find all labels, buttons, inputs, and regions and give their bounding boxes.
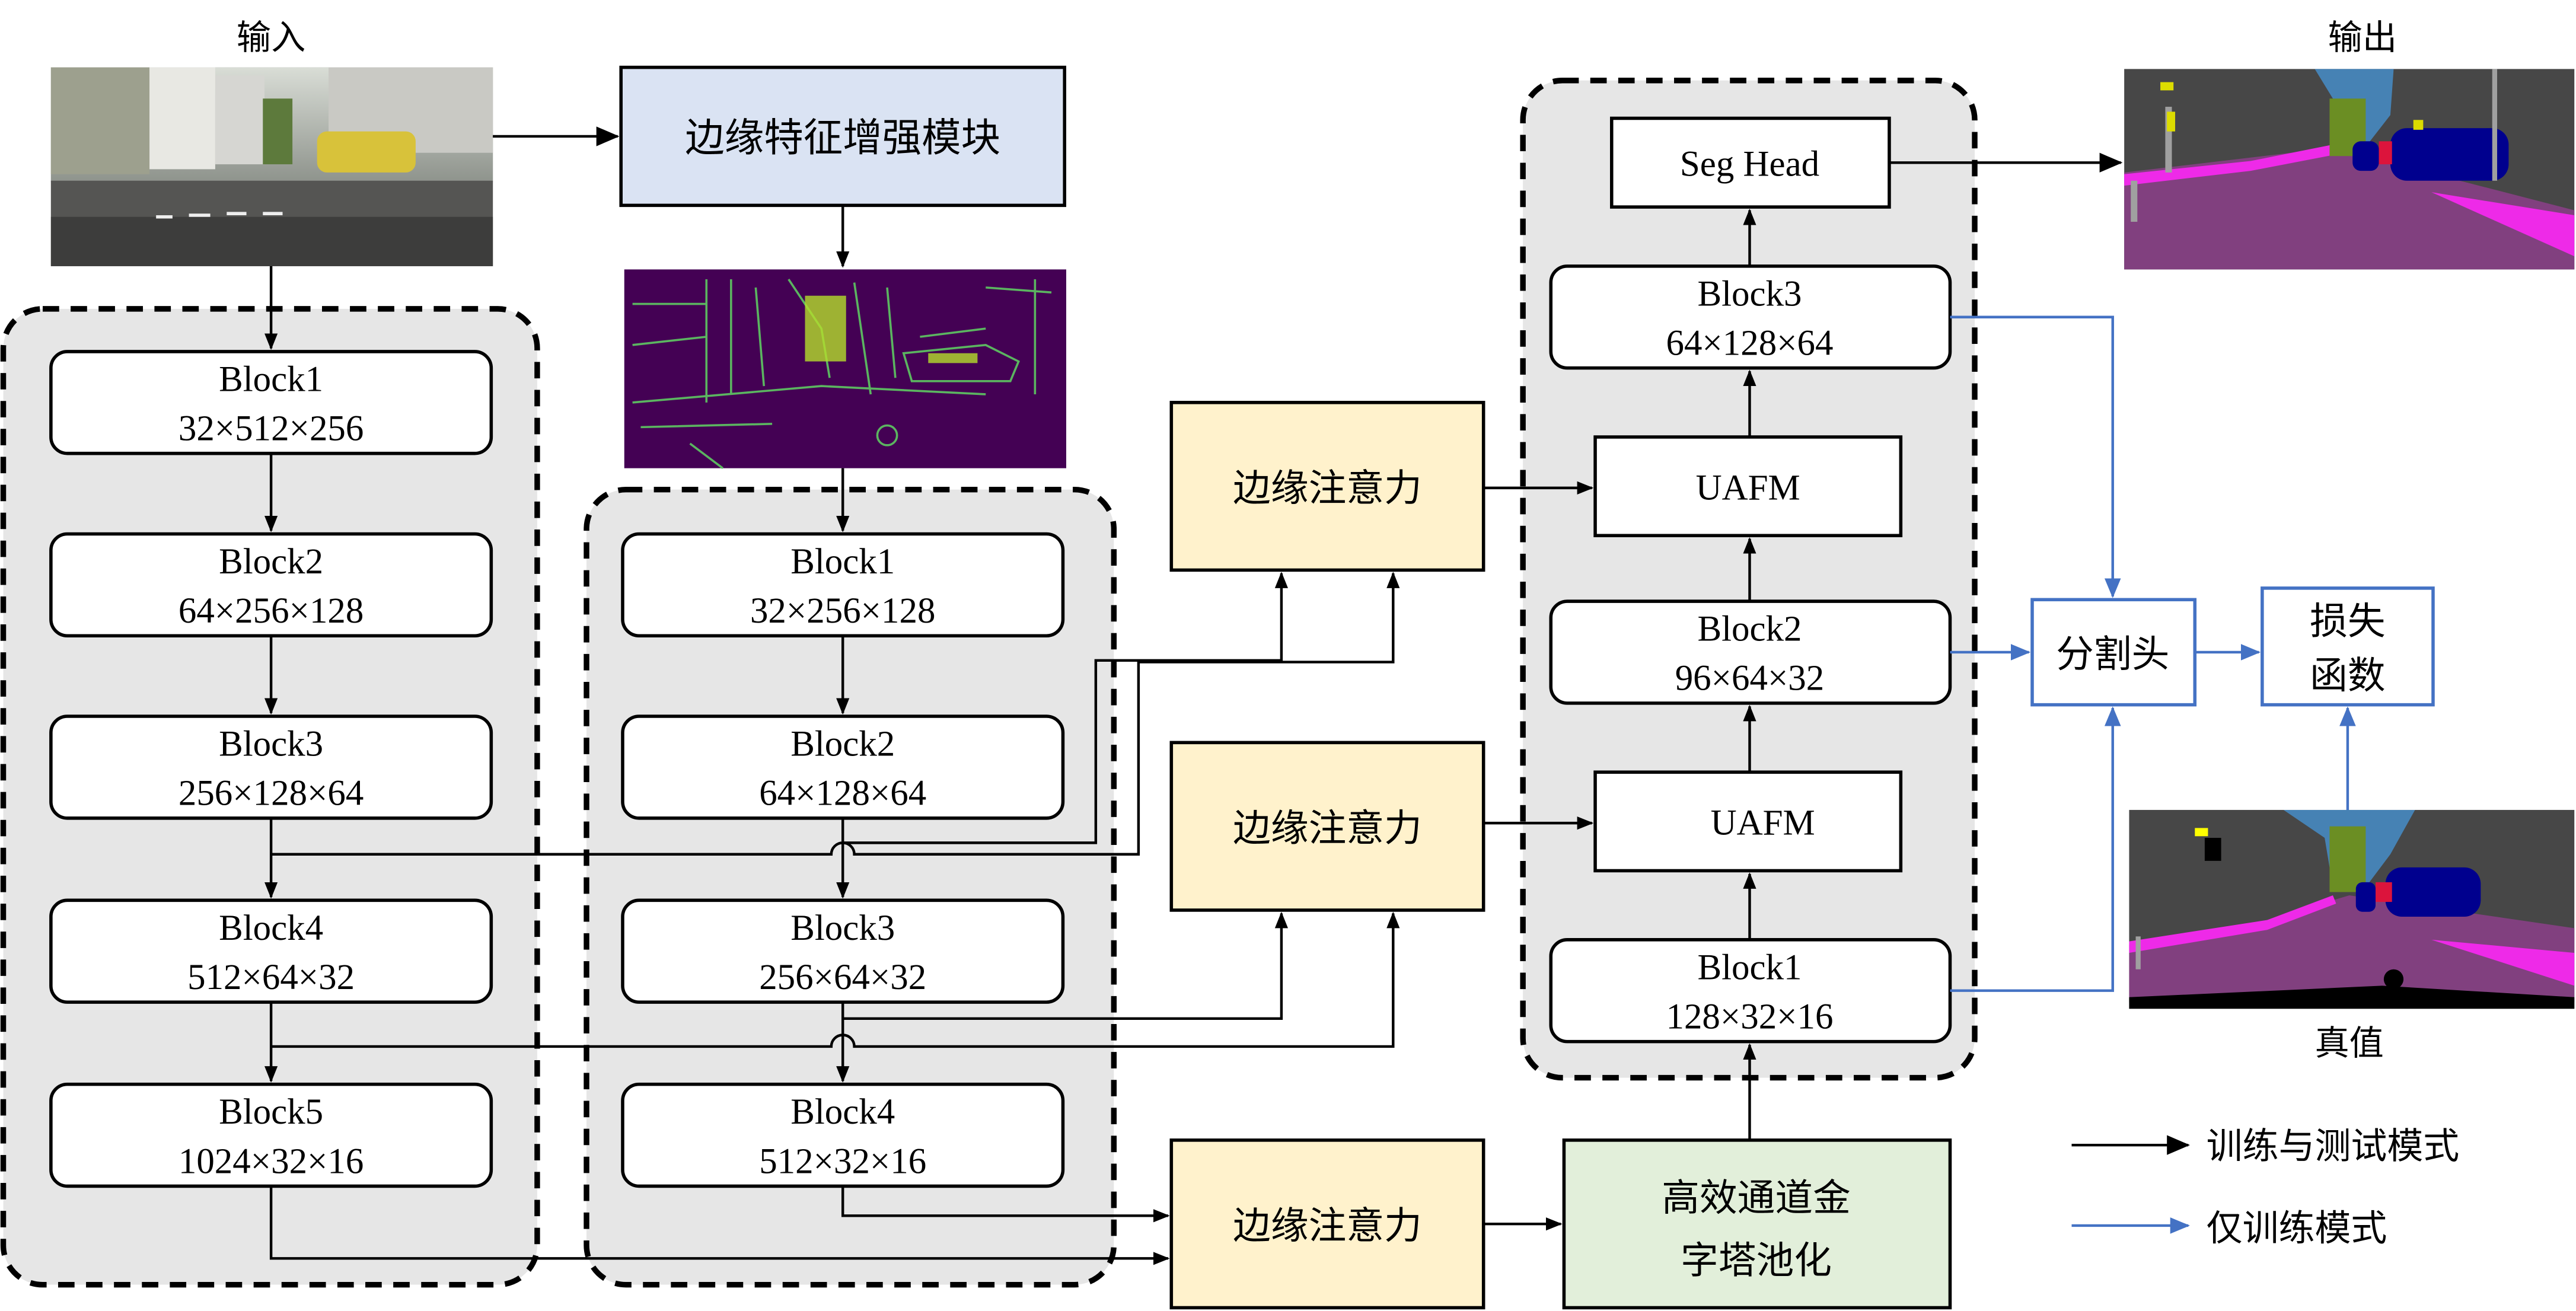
edge-enhance-label: 边缘特征增强模块 [685,114,1000,161]
edge-attention-label: 边缘注意力 [1233,807,1422,851]
loss-label-line1: 损失 [2310,599,2385,643]
block-name: Block2 [1697,610,1802,649]
seg-head-aux[interactable]: 分割头 [2030,598,2197,707]
ground-truth-image [2129,809,2575,1009]
block-shape: 64×256×128 [178,591,364,631]
block-shape: 256×64×32 [759,958,926,997]
input-image [50,67,493,266]
edge-branch-block-2[interactable]: Block2 64×128×64 [621,714,1065,820]
edge-branch-block-3[interactable]: Block3 256×64×32 [621,898,1065,1004]
seg-head-label: Seg Head [1680,144,1819,184]
decoder-block-1[interactable]: Block1 128×32×16 [1549,938,1952,1044]
uafm-block-1[interactable]: UAFM [1593,435,1903,538]
edge-enhance-module[interactable]: 边缘特征增强模块 [619,65,1066,208]
block-shape: 32×512×256 [178,409,364,449]
block-name: Block3 [219,725,323,764]
backbone-block-5[interactable]: Block5 1024×32×16 [49,1082,493,1188]
block-name: Block5 [219,1092,323,1132]
block-shape: 96×64×32 [1675,659,1825,698]
block-name: Block2 [790,725,895,764]
legend: 训练与测试模式 仅训练模式 [2071,1125,2459,1249]
edge-attention-module-2[interactable]: 边缘注意力 [1169,741,1485,912]
edge-attention-module-1[interactable]: 边缘注意力 [1169,401,1485,572]
backbone-block-1[interactable]: Block1 32×512×256 [49,350,493,455]
loss-label-line2: 函数 [2310,654,2385,698]
edge-branch-block-4[interactable]: Block4 512×32×16 [621,1082,1065,1188]
uafm-block-2[interactable]: UAFM [1593,770,1903,873]
block-shape: 512×64×32 [187,958,355,997]
legend-label: 仅训练模式 [2207,1207,2387,1249]
block-shape: 128×32×16 [1666,997,1833,1036]
output-label: 输出 [2328,17,2397,58]
seg-head-block[interactable]: Seg Head [1610,116,1891,209]
backbone-block-3[interactable]: Block3 256×128×64 [49,714,493,820]
connectors-train-only [1950,315,2356,992]
block-shape: 512×32×16 [759,1141,926,1181]
block-name: Block1 [1697,948,1802,987]
block-name: Block3 [1697,274,1802,314]
legend-item-train-test: 训练与测试模式 [2071,1125,2459,1167]
uafm-label: UAFM [1696,468,1800,508]
edge-branch-block-1[interactable]: Block1 32×256×128 [621,532,1065,638]
legend-label: 训练与测试模式 [2207,1125,2460,1167]
block-shape: 64×128×64 [1666,323,1833,363]
pyramid-pooling-label-line2: 字塔池化 [1681,1239,1832,1283]
block-name: Block1 [219,359,323,399]
block-name: Block4 [790,1092,895,1132]
input-label: 输入 [237,17,305,58]
block-name: Block1 [790,542,895,582]
block-shape: 1024×32×16 [178,1141,364,1181]
pyramid-pooling-label-line1: 高效通道金 [1662,1176,1851,1220]
block-shape: 256×128×64 [178,774,364,814]
uafm-label: UAFM [1711,803,1815,843]
edge-attention-label: 边缘注意力 [1233,1204,1422,1248]
block-shape: 64×128×64 [759,774,926,814]
backbone-block-2[interactable]: Block2 64×256×128 [49,532,493,638]
edge-map-image [624,269,1066,470]
ground-truth-label: 真值 [2315,1023,2384,1063]
decoder-block-3[interactable]: Block3 64×128×64 [1549,264,1952,370]
backbone-block-4[interactable]: Block4 512×64×32 [49,898,493,1004]
decoder-block-2[interactable]: Block2 96×64×32 [1549,599,1952,705]
block-name: Block3 [790,908,895,948]
block-shape: 32×256×128 [750,591,935,631]
seg-head-aux-label: 分割头 [2056,633,2169,677]
edge-attention-label: 边缘注意力 [1233,467,1422,511]
pyramid-pooling-module[interactable]: 高效通道金 字塔池化 [1562,1138,1952,1310]
output-segmentation-image [2124,69,2575,270]
connectors-train-test [264,126,2123,1265]
legend-item-train-only: 仅训练模式 [2071,1207,2387,1249]
loss-function-box[interactable]: 损失 函数 [2261,586,2435,707]
block-name: Block2 [219,542,323,582]
block-name: Block4 [219,908,323,948]
edge-attention-module-3[interactable]: 边缘注意力 [1169,1138,1485,1310]
